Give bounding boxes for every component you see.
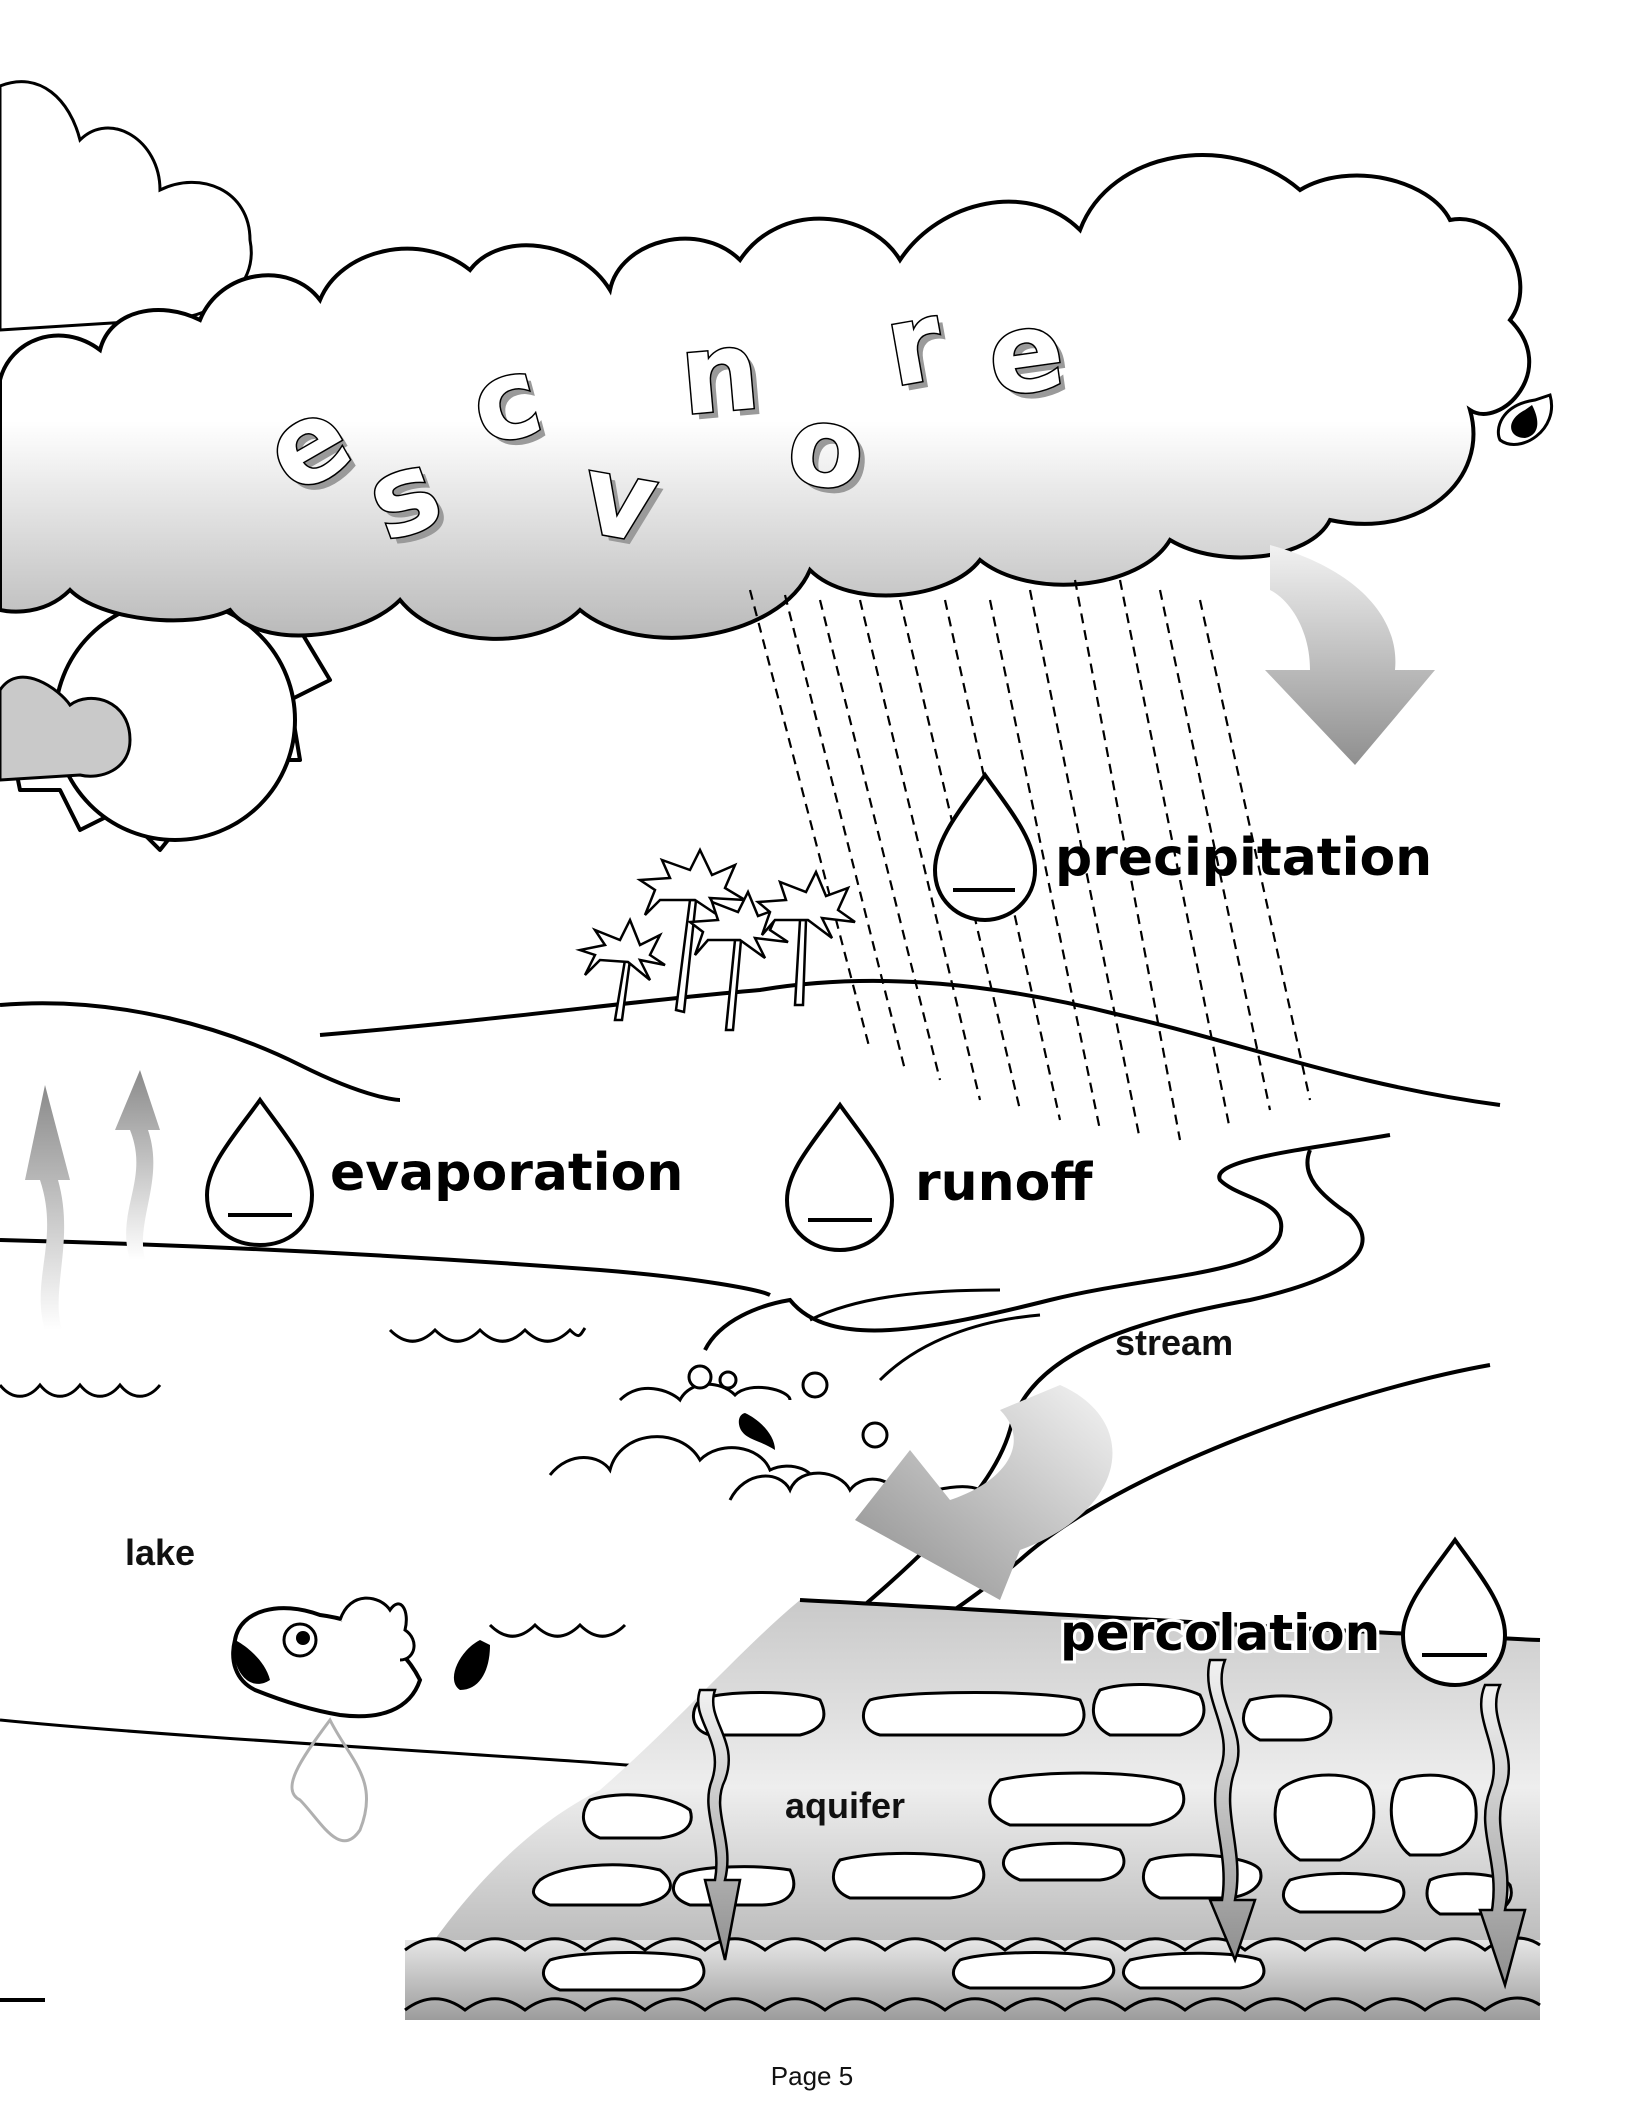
splash-drop	[739, 1413, 775, 1450]
palm-trunk	[726, 940, 741, 1030]
precipitation-arrow	[1265, 545, 1435, 765]
precipitation-label: precipitation	[1055, 828, 1432, 888]
evaporation-arrow	[25, 1085, 70, 1330]
palm-trees	[580, 850, 855, 1030]
evaporation-label: evaporation	[330, 1143, 683, 1203]
drop-icon	[935, 775, 1035, 920]
stream-ripple	[880, 1315, 1040, 1380]
palm-trunk	[615, 960, 630, 1020]
runoff-drop	[787, 1105, 892, 1250]
back-cloud	[0, 82, 251, 330]
drop-icon	[787, 1105, 892, 1250]
stream-ripple	[810, 1290, 1000, 1320]
splash-bubble	[720, 1372, 736, 1388]
splash-bubble	[689, 1366, 711, 1388]
aquifer-label: aquifer	[785, 1785, 905, 1826]
evaporation-arrow	[115, 1070, 160, 1260]
page-number: Page 5	[771, 2061, 853, 2091]
drop-icon	[207, 1100, 312, 1245]
percolation-label: percolation	[1060, 1604, 1380, 1662]
cloud-letter-5: n	[675, 306, 764, 440]
splash-bubble	[803, 1373, 827, 1397]
runoff-arrow	[855, 1385, 1112, 1600]
fish-drop	[454, 1640, 490, 1690]
precipitation-drop	[935, 775, 1035, 920]
left-shore	[0, 1003, 400, 1100]
evaporation-arrows	[25, 1070, 160, 1330]
evaporation-drop	[207, 1100, 312, 1245]
fish-tail-reflection	[292, 1720, 367, 1841]
lake-label: lake	[125, 1532, 195, 1573]
runoff-label: runoff	[915, 1153, 1093, 1213]
fish-pupil	[296, 1631, 310, 1645]
hill	[320, 981, 1500, 1105]
percolation-drop	[1403, 1540, 1505, 1685]
palm-trunk	[795, 920, 806, 1005]
fish	[233, 1598, 490, 1841]
splash-bubble	[863, 1423, 887, 1447]
lake-shore	[0, 1240, 770, 1295]
drop-icon	[1403, 1540, 1505, 1685]
stream-label: stream	[1115, 1322, 1233, 1363]
